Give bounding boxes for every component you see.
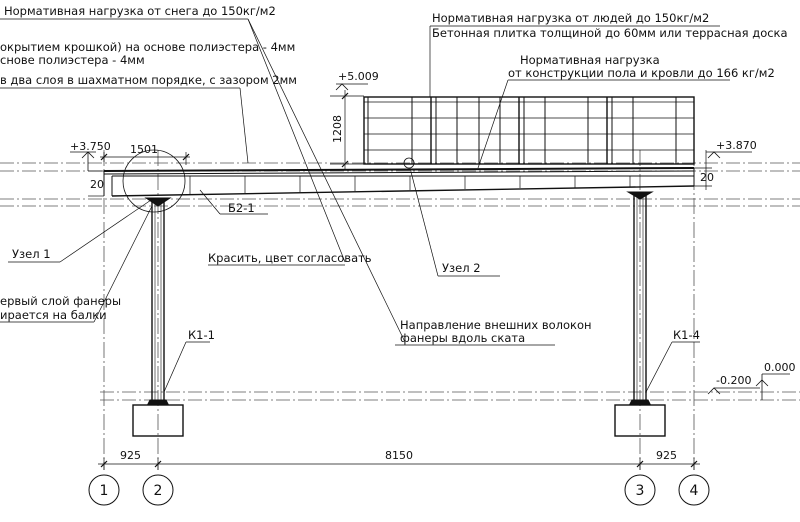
snow-load-label: Нормативная нагрузка от снега до 150кг/м… [4, 4, 276, 18]
level-railing-top: +5.009 [338, 70, 379, 83]
node1-label: Узел 1 [12, 247, 51, 261]
axis-label-2: 2 [154, 483, 163, 499]
people-load-label: Нормативная нагрузка от людей до 150кг/м… [432, 11, 709, 25]
floor-load-label-1: Нормативная нагрузка [520, 53, 660, 67]
dim-bay-main: 8150 [385, 449, 413, 462]
dim-bay-left: 925 [120, 449, 141, 462]
dimension-ticks [100, 92, 698, 468]
roof-layer-label-2: снове полиэстера - 4мм [0, 53, 145, 67]
roof-slab [103, 167, 695, 197]
dim-span-1501: 1501 [130, 143, 158, 156]
column-left [144, 197, 172, 405]
fibers-label-1: Направление внешних волокон [400, 318, 592, 332]
axis-label-1: 1 [100, 483, 109, 499]
dim-railing-height: 1208 [331, 115, 344, 143]
node2-marker [403, 157, 415, 169]
floor-load-label-2: от конструкции пола и кровли до 166 кг/м… [508, 66, 775, 80]
leader-lines [0, 18, 730, 393]
axis-label-3: 3 [636, 483, 645, 499]
railing [363, 96, 695, 165]
foundation-left [132, 404, 184, 437]
dimension-lines [88, 90, 712, 470]
plywood-first-label-2: ирается на балки [0, 308, 107, 322]
beam-b21-label: Б2-1 [228, 201, 255, 215]
fibers-label-2: фанеры вдоль ската [400, 331, 525, 345]
node2-label: Узел 2 [442, 261, 481, 275]
dim-bay-right: 925 [656, 449, 677, 462]
level-left-top: +3.750 [70, 140, 111, 153]
axis-bubbles [88, 474, 710, 506]
concrete-tile-label: Бетонная плитка толщиной до 60мм или тер… [432, 26, 788, 40]
column-k11-label: К1-1 [188, 328, 215, 342]
column-k14-label: К1-4 [673, 328, 700, 342]
roof-layer-label-1: окрытием крошкой) на основе полиэстера -… [0, 40, 295, 54]
axis-lines [103, 150, 695, 470]
level-ground-rel: -0.200 [716, 374, 751, 387]
slab-joints [189, 176, 631, 194]
dim-slab-right: 20 [700, 171, 714, 184]
level-right-top: +3.870 [716, 139, 757, 152]
dim-slab-left: 20 [90, 178, 104, 191]
plywood-layers-label: в два слоя в шахматном порядке, с зазоро… [0, 73, 297, 87]
level-lines [0, 162, 800, 401]
level-markers [70, 83, 790, 400]
plywood-first-label-1: ервый слой фанеры [0, 294, 121, 308]
axis-label-4: 4 [690, 483, 699, 499]
level-ground-zero: 0.000 [764, 361, 796, 374]
node1-circle [122, 149, 186, 213]
paint-label: Красить, цвет согласовать [208, 251, 372, 265]
foundation-right [614, 404, 666, 437]
column-right [626, 191, 654, 405]
